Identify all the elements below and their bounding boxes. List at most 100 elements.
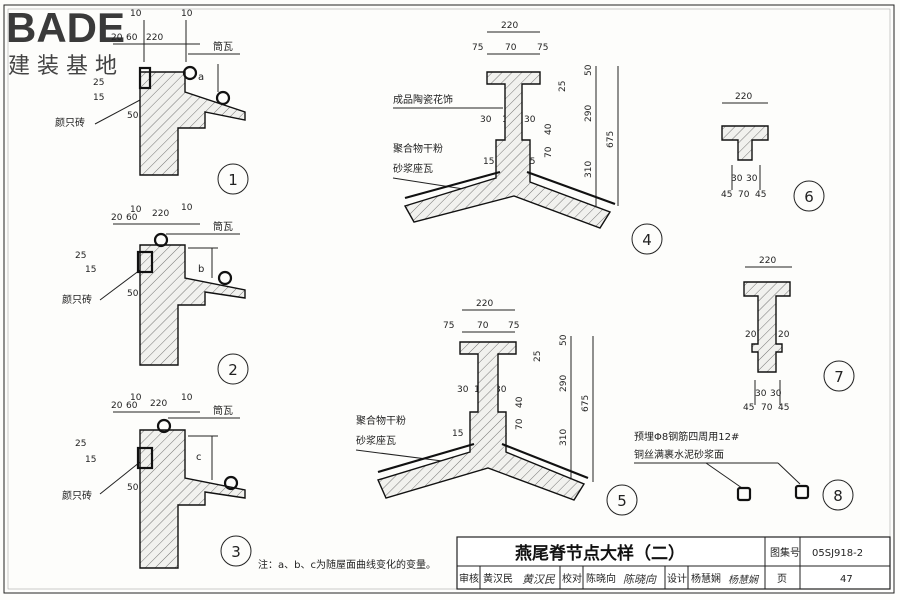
svg-text:1: 1 — [228, 171, 238, 189]
svg-text:颜只砖: 颜只砖 — [55, 116, 85, 129]
svg-text:15: 15 — [452, 429, 463, 439]
svg-text:6: 6 — [804, 188, 814, 206]
svg-text:50: 50 — [127, 483, 139, 493]
svg-text:45: 45 — [755, 190, 766, 200]
svg-text:220: 220 — [759, 256, 776, 266]
svg-text:40: 40 — [515, 396, 525, 408]
svg-text:290: 290 — [559, 375, 569, 392]
svg-text:30: 30 — [457, 385, 469, 395]
svg-text:25: 25 — [558, 81, 568, 92]
svg-text:70: 70 — [515, 418, 525, 430]
svg-text:25: 25 — [75, 251, 86, 261]
svg-text:20: 20 — [111, 401, 123, 411]
detail-2-marker — [217, 353, 249, 385]
svg-text:3: 3 — [231, 543, 241, 561]
svg-text:砂浆座瓦: 砂浆座瓦 — [393, 162, 433, 175]
svg-text:颜只砖: 颜只砖 — [62, 293, 92, 306]
svg-text:75: 75 — [472, 43, 483, 53]
svg-text:设计: 设计 — [667, 572, 687, 585]
detail-7-marker — [823, 360, 855, 392]
svg-text:校对: 校对 — [562, 572, 582, 585]
svg-text:15: 15 — [93, 93, 104, 103]
svg-text:70: 70 — [477, 321, 489, 331]
detail-1-marker — [217, 163, 249, 195]
svg-text:BADE: BADE — [6, 4, 125, 51]
svg-text:25: 25 — [75, 439, 86, 449]
detail-6-marker — [793, 180, 825, 212]
svg-text:陈晓向: 陈晓向 — [586, 572, 616, 585]
svg-text:页: 页 — [777, 573, 787, 585]
page-number: 47 — [840, 574, 853, 585]
detail-2-eave-section: 10 20 60 220 10 筒瓦 25 15 50 颜只砖 b 2 — [62, 203, 249, 385]
svg-text:20: 20 — [111, 213, 123, 223]
svg-text:25: 25 — [533, 351, 543, 362]
svg-text:70: 70 — [738, 190, 750, 200]
svg-text:45: 45 — [778, 403, 789, 413]
svg-text:220: 220 — [152, 209, 169, 219]
svg-text:675: 675 — [581, 395, 591, 412]
svg-text:8: 8 — [833, 487, 843, 505]
svg-text:颜只砖: 颜只砖 — [62, 489, 92, 502]
svg-text:审核: 审核 — [459, 572, 479, 585]
svg-text:黄汉民: 黄汉民 — [483, 572, 513, 585]
svg-text:砂浆座瓦: 砂浆座瓦 — [356, 434, 396, 447]
svg-text:50: 50 — [127, 111, 139, 121]
svg-text:310: 310 — [559, 429, 569, 446]
svg-text:220: 220 — [146, 33, 163, 43]
svg-text:7: 7 — [834, 368, 844, 386]
svg-text:675: 675 — [606, 131, 616, 148]
svg-text:成品陶瓷花饰: 成品陶瓷花饰 — [393, 93, 453, 106]
svg-text:45: 45 — [721, 190, 732, 200]
svg-text:15: 15 — [483, 157, 494, 167]
bade-logo: BADE 建 装 基 地 — [6, 4, 125, 79]
outer-border — [3, 4, 895, 594]
svg-text:220: 220 — [150, 399, 167, 409]
svg-text:30: 30 — [755, 389, 767, 399]
svg-text:杨慧娴: 杨慧娴 — [691, 572, 721, 585]
svg-text:30: 30 — [480, 115, 492, 125]
detail-4-marker — [631, 223, 663, 255]
detail-1-eave-section: 10 20 60 220 10 筒瓦 25 15 50 颜只砖 a 1 — [55, 9, 249, 195]
svg-text:建 装 基 地: 建 装 基 地 — [8, 54, 117, 79]
svg-text:70: 70 — [761, 403, 773, 413]
detail-4-ridge-section: 220 75 70 75 25 50 290 675 310 30 100 30… — [392, 21, 663, 255]
svg-text:筒瓦: 筒瓦 — [213, 220, 233, 233]
svg-text:20: 20 — [745, 330, 757, 340]
atlas-number: 05SJ918-2 — [812, 548, 863, 559]
svg-text:60: 60 — [126, 401, 138, 411]
svg-text:10: 10 — [181, 9, 193, 19]
svg-text:25: 25 — [93, 78, 104, 88]
note-text: 注：a、b、c为随屋面曲线变化的变量。 — [258, 558, 436, 571]
svg-text:5: 5 — [617, 492, 627, 510]
svg-text:筒瓦: 筒瓦 — [213, 40, 233, 53]
svg-text:70: 70 — [544, 146, 554, 158]
svg-text:聚合物干粉: 聚合物干粉 — [393, 142, 443, 155]
title-block: 燕尾脊节点大样（二） 图集号 05SJ918-2 审核 黄汉民 黄汉民 校对 陈… — [456, 536, 891, 590]
svg-text:筒瓦: 筒瓦 — [213, 404, 233, 417]
svg-text:铜丝满裹水泥砂浆面: 铜丝满裹水泥砂浆面 — [634, 448, 724, 461]
svg-text:2: 2 — [228, 361, 238, 379]
sheet-title: 燕尾脊节点大样（二） — [515, 543, 685, 564]
svg-text:20: 20 — [778, 330, 790, 340]
svg-text:10: 10 — [130, 205, 142, 215]
svg-text:70: 70 — [505, 43, 517, 53]
svg-text:290: 290 — [584, 105, 594, 122]
svg-text:15: 15 — [85, 265, 96, 275]
svg-text:b: b — [198, 264, 204, 275]
svg-text:30: 30 — [746, 174, 758, 184]
detail-7-ornament-section: 220 20 20 30 30 45 70 45 7 — [743, 256, 855, 413]
svg-text:10: 10 — [130, 9, 142, 19]
detail-3-eave-section: 10 20 60 220 10 筒瓦 25 15 50 颜只砖 c 3 — [62, 393, 252, 569]
svg-text:预埋Φ8钢筋四周用12#: 预埋Φ8钢筋四周用12# — [634, 430, 739, 443]
svg-text:220: 220 — [735, 92, 752, 102]
svg-text:c: c — [196, 452, 202, 463]
svg-text:10: 10 — [181, 393, 193, 403]
svg-text:30: 30 — [770, 389, 782, 399]
svg-text:图集号: 图集号 — [770, 546, 800, 559]
svg-text:50: 50 — [127, 289, 139, 299]
detail-3-marker — [220, 535, 252, 567]
svg-text:30: 30 — [524, 115, 536, 125]
detail-8-marker — [822, 479, 854, 511]
